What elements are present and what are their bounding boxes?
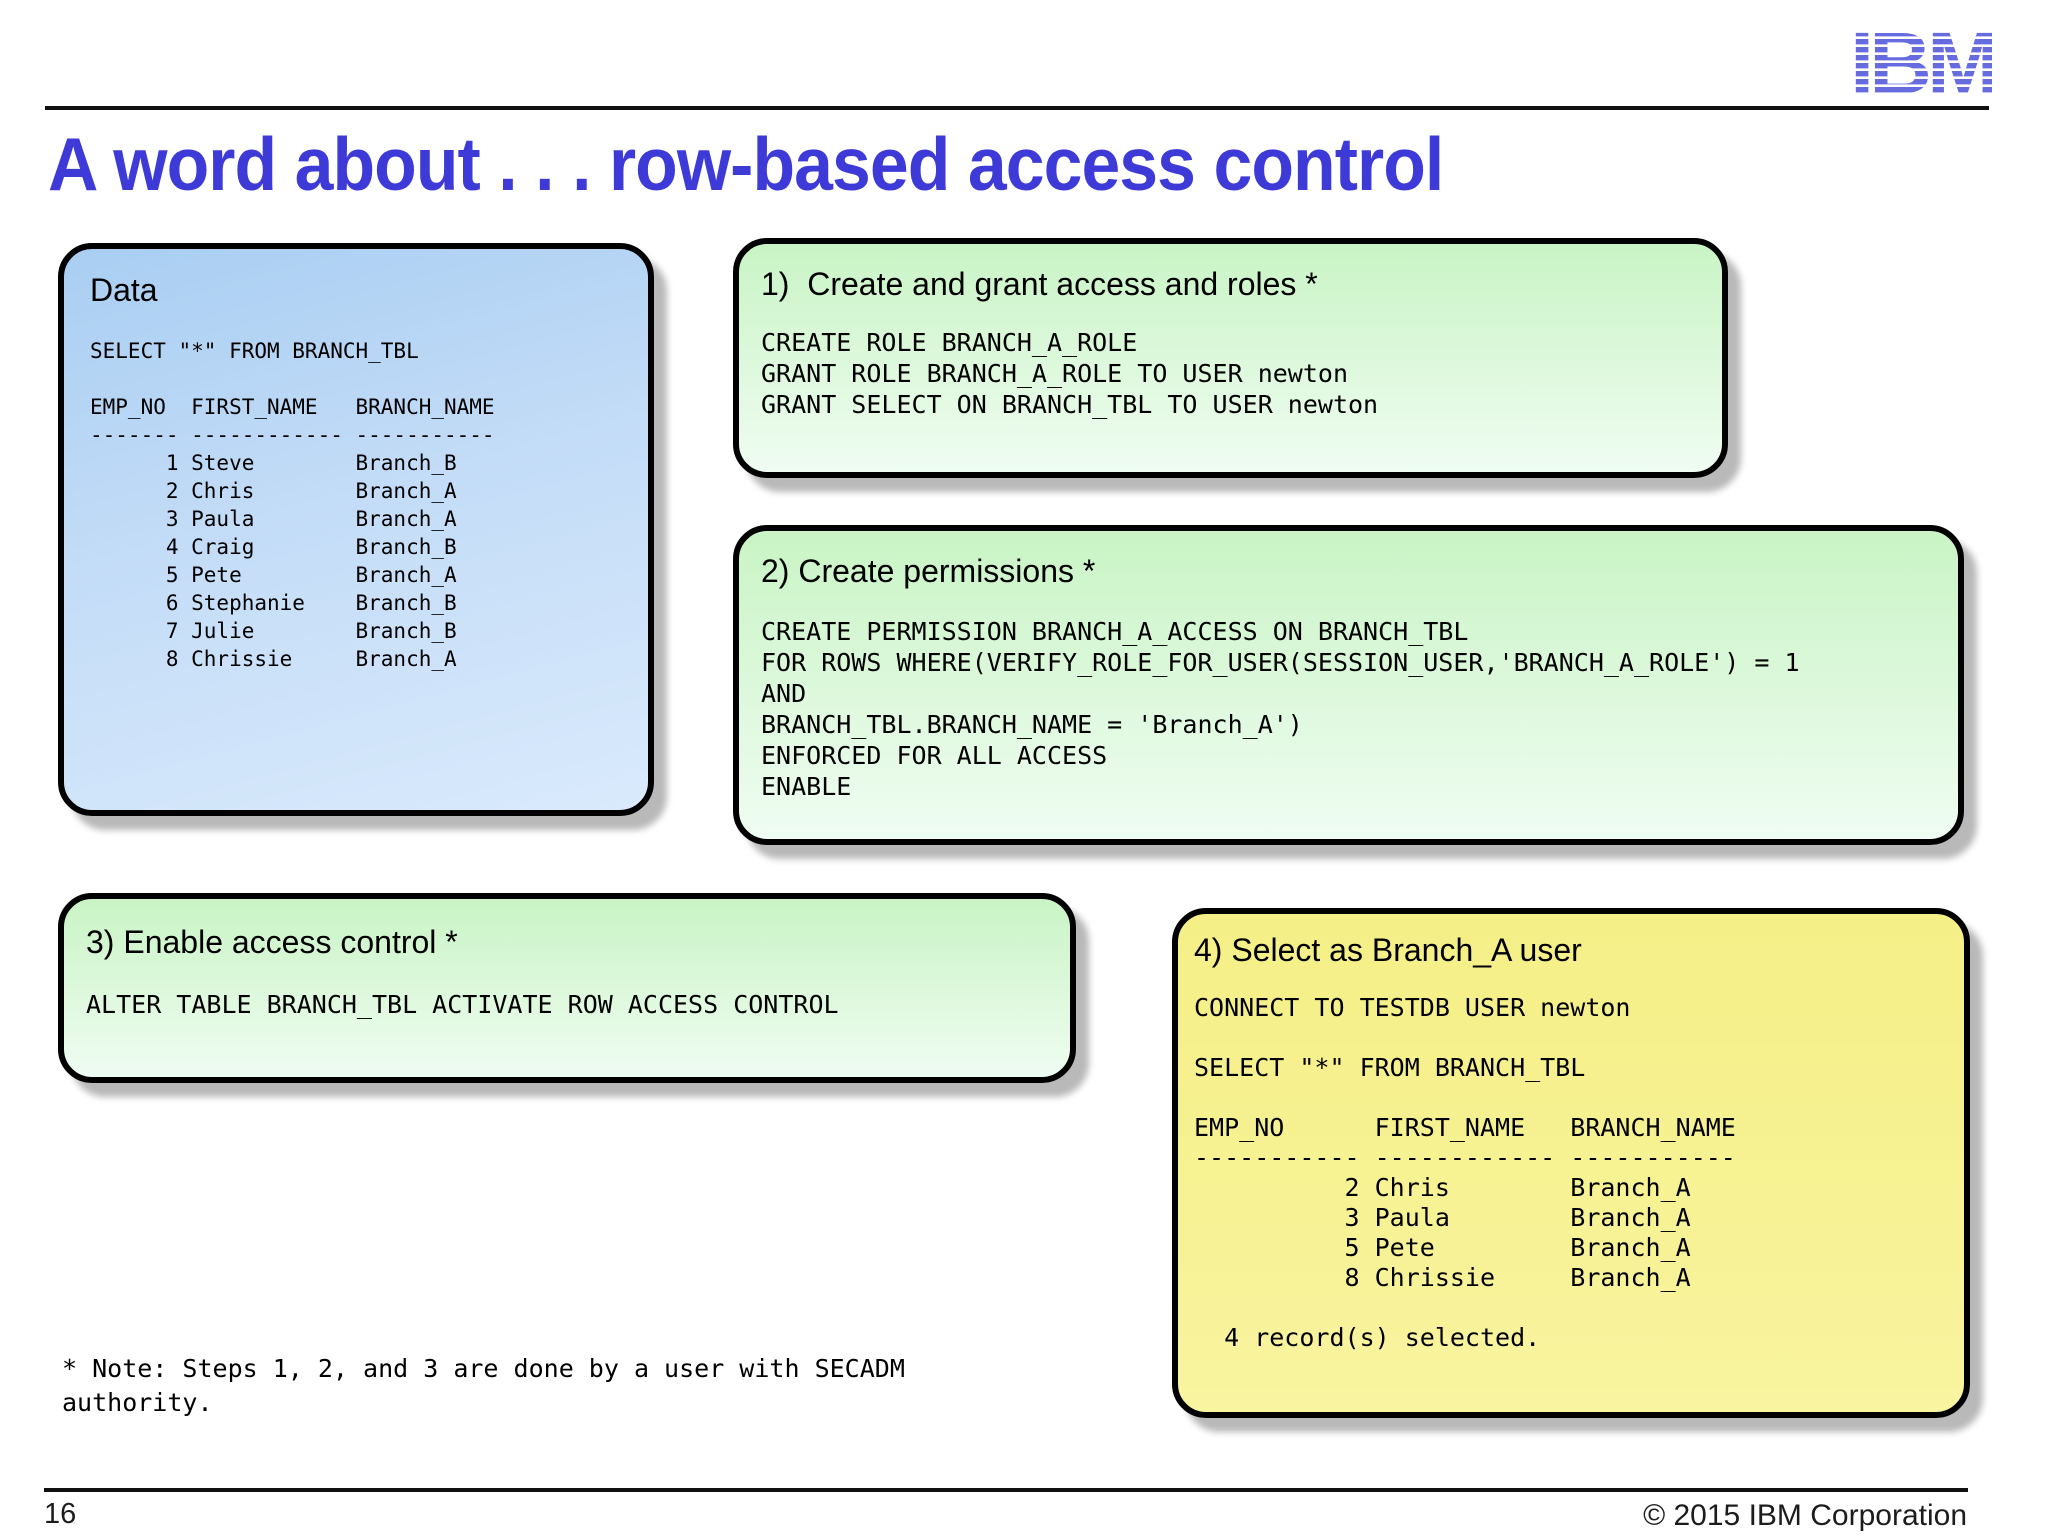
page-number: 16 [44, 1498, 77, 1530]
step2-box: 2) Create permissions * CREATE PERMISSIO… [733, 525, 1964, 845]
copyright-text: © 2015 IBM Corporation [1643, 1499, 1967, 1532]
step1-label: 1) Create and grant access and roles * [761, 266, 1318, 302]
footer-divider [44, 1488, 1968, 1492]
page-title: A word about . . . row-based access cont… [48, 122, 1444, 206]
data-box: Data SELECT "*" FROM BRANCH_TBL EMP_NO F… [58, 243, 654, 816]
step3-box: 3) Enable access control * ALTER TABLE B… [58, 893, 1076, 1083]
secadm-note: * Note: Steps 1, 2, and 3 are done by a … [62, 1354, 905, 1417]
step2-label: 2) Create permissions * [761, 553, 1096, 589]
step2-code: CREATE PERMISSION BRANCH_A_ACCESS ON BRA… [761, 617, 1800, 801]
step4-box: 4) Select as Branch_A user CONNECT TO TE… [1172, 908, 1970, 1418]
header-divider [45, 106, 1989, 110]
data-box-label: Data [90, 272, 158, 308]
step3-label: 3) Enable access control * [86, 924, 458, 960]
step1-code: CREATE ROLE BRANCH_A_ROLE GRANT ROLE BRA… [761, 328, 1379, 419]
ibm-logo: IBM [1850, 31, 1992, 93]
data-box-output: SELECT "*" FROM BRANCH_TBL EMP_NO FIRST_… [90, 339, 495, 671]
step3-code: ALTER TABLE BRANCH_TBL ACTIVATE ROW ACCE… [86, 990, 839, 1019]
step4-output: CONNECT TO TESTDB USER newton SELECT "*"… [1194, 993, 1736, 1352]
step1-box: 1) Create and grant access and roles * C… [733, 238, 1728, 478]
ibm-logo-bars [1850, 31, 1992, 93]
step4-label: 4) Select as Branch_A user [1194, 932, 1582, 968]
